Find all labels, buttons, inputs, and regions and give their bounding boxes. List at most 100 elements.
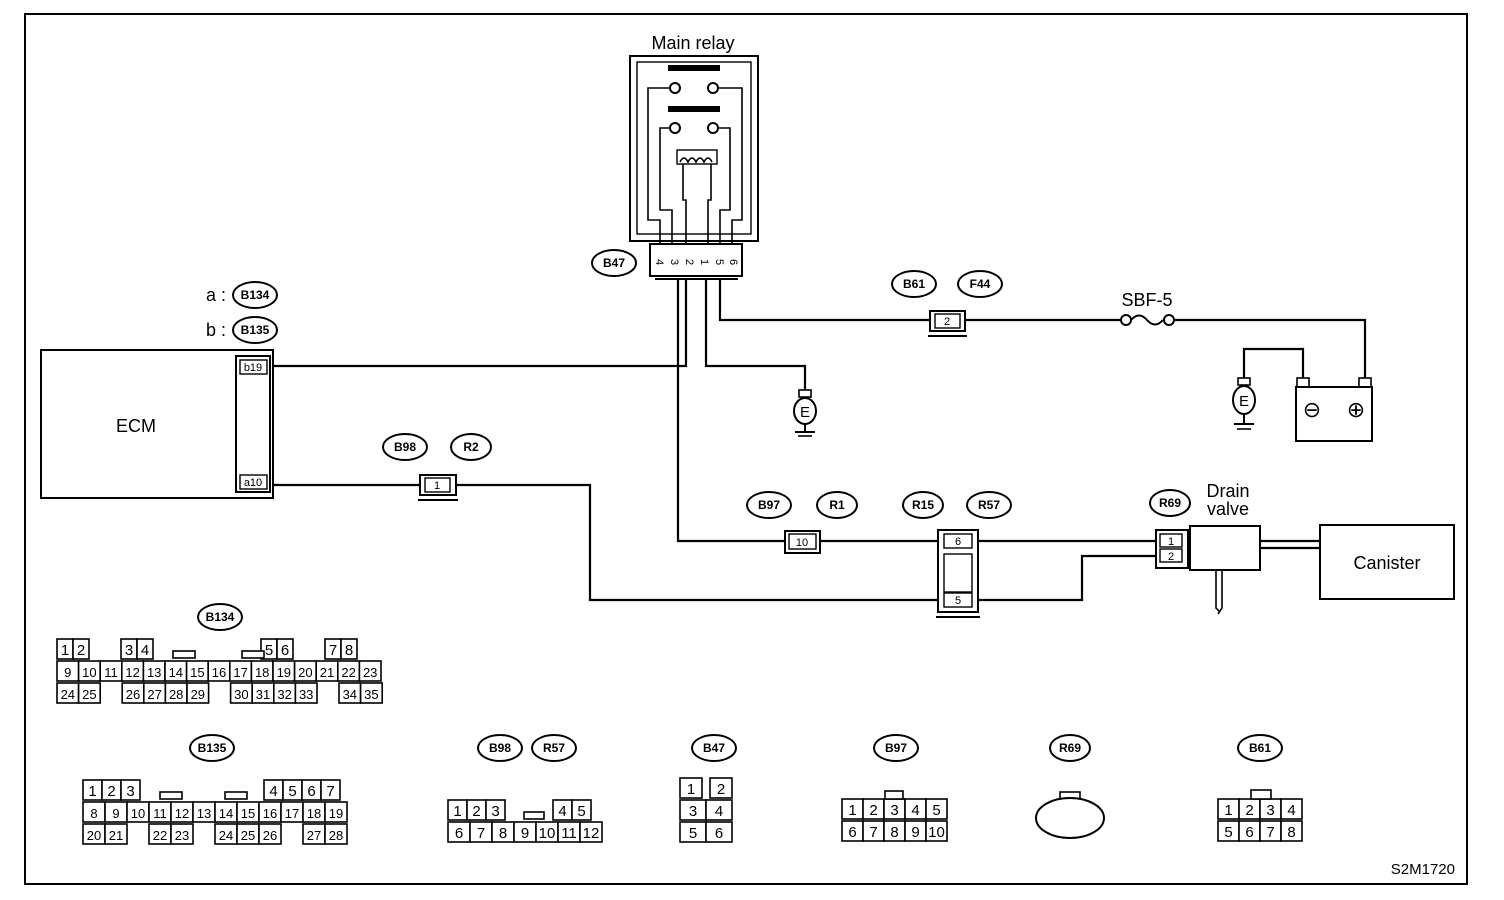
b134-pin: 33 xyxy=(299,687,313,702)
b134-pin: 18 xyxy=(255,665,269,680)
r69-housing xyxy=(1035,791,1105,839)
b134-pin: 5 xyxy=(265,642,273,659)
b47-cell xyxy=(705,799,733,821)
battery-negative: ⊖ xyxy=(1303,397,1321,422)
b135-pin: 14 xyxy=(219,806,233,821)
b134-cell xyxy=(186,682,210,704)
diagram-frame xyxy=(24,13,1468,885)
b135-pin: 6 xyxy=(307,783,315,800)
b98-pin: 8 xyxy=(499,825,507,842)
b134-pin: 22 xyxy=(341,665,355,680)
b47-pin-labels: 4 3 2 1 5 6 xyxy=(653,259,739,265)
svg-text:B47: B47 xyxy=(603,256,625,270)
b135-pin: 11 xyxy=(153,806,167,821)
svg-text:R69: R69 xyxy=(1159,496,1181,510)
b134-pin: 9 xyxy=(64,665,71,680)
b135-pin: 16 xyxy=(263,806,277,821)
b61-latch xyxy=(1250,789,1272,800)
connector-latch xyxy=(172,650,196,659)
diagram-code: S2M1720 xyxy=(1391,861,1455,878)
b135-cell xyxy=(324,801,348,823)
b47-pin: 3 xyxy=(689,803,697,820)
connector-latch xyxy=(523,811,545,820)
b134-cell xyxy=(77,682,101,704)
b134-pin: 31 xyxy=(256,687,270,702)
battery: ⊖ ⊕ xyxy=(1295,377,1373,442)
b135-pin: 3 xyxy=(126,783,134,800)
wiring xyxy=(273,279,1367,602)
b134-pin: 25 xyxy=(82,687,96,702)
b98-r2-connector: B98 R2 1 xyxy=(382,433,492,501)
r15-r57-connector: R15 R57 6 5 xyxy=(902,491,1012,618)
main-relay: Main relay 4 3 2 1 5 6 xyxy=(629,33,759,280)
b135-pin: 1 xyxy=(88,783,96,800)
b61-pin: 2 xyxy=(1245,802,1253,819)
b98-cell xyxy=(571,799,592,821)
b134-cell xyxy=(340,638,358,660)
b134-pin: 27 xyxy=(147,687,161,702)
b135-pin: 4 xyxy=(269,783,277,800)
b134-pin: 34 xyxy=(343,687,357,702)
b134-pin: 35 xyxy=(364,687,378,702)
b135-cell xyxy=(120,779,141,801)
ground-right: E xyxy=(1232,377,1256,430)
b134-pin: 12 xyxy=(125,665,139,680)
b98-pin: 7 xyxy=(477,825,485,842)
svg-text:B98: B98 xyxy=(394,440,416,454)
b134-cell xyxy=(358,660,382,682)
b97-pin: 2 xyxy=(869,802,877,819)
drain-valve: R69 Drain valve 1 2 xyxy=(1149,481,1261,615)
b134-pin: 17 xyxy=(233,665,247,680)
b98-pin: 11 xyxy=(561,825,577,842)
fuse-label: SBF-5 xyxy=(1121,290,1172,310)
b135-pin: 8 xyxy=(90,806,97,821)
b135-pin: 26 xyxy=(263,828,277,843)
b47-pin: 5 xyxy=(689,825,697,842)
drain-valve-label-2: valve xyxy=(1207,499,1249,519)
b61-pin: 4 xyxy=(1287,802,1295,819)
b61-view-tag: B61 xyxy=(1249,741,1271,755)
b98-cell xyxy=(485,799,506,821)
b134-pin: 1 xyxy=(61,642,69,659)
svg-text:1: 1 xyxy=(1168,536,1174,548)
b47-pin: 6 xyxy=(715,825,723,842)
svg-text:R1: R1 xyxy=(829,498,845,512)
b134-cell xyxy=(359,682,384,704)
b47-pin: 3 xyxy=(668,259,680,265)
b98-pin: 1 xyxy=(453,803,461,820)
b134-view-tag: B134 xyxy=(206,610,235,624)
b47-pin: 2 xyxy=(717,781,725,798)
b134-pin: 30 xyxy=(234,687,248,702)
b98-view-tag: B98 xyxy=(489,741,511,755)
b135-pin: 27 xyxy=(307,828,321,843)
b47-pin: 4 xyxy=(715,803,723,820)
b97-pin: 4 xyxy=(911,802,919,819)
b47-tag: B47 xyxy=(591,249,637,277)
b135-pin: 18 xyxy=(307,806,321,821)
b134-pin: 15 xyxy=(190,665,204,680)
b134-pin: 6 xyxy=(281,642,289,659)
ecm-pin-b19: b19 xyxy=(244,362,262,374)
b135-cell xyxy=(320,779,341,801)
svg-text:B134: B134 xyxy=(241,288,270,302)
b61-pin: 6 xyxy=(1245,824,1253,841)
b47-pin: 6 xyxy=(727,259,739,265)
b134-pin: 3 xyxy=(125,642,133,659)
legend-a: a : xyxy=(206,285,226,305)
b134-pin: 32 xyxy=(277,687,291,702)
b134-pin: 19 xyxy=(277,665,291,680)
b97-pin: 3 xyxy=(890,802,898,819)
canister: Canister xyxy=(1319,524,1455,600)
b134-cell xyxy=(276,638,294,660)
view-tags: B134 B135 B98 R57 B47 B97 R69 B61 xyxy=(189,603,1283,762)
svg-text:2: 2 xyxy=(944,316,950,328)
svg-text:F44: F44 xyxy=(970,277,991,291)
b134-pin: 20 xyxy=(298,665,312,680)
b135-pin: 2 xyxy=(107,783,115,800)
b134-pin: 23 xyxy=(363,665,377,680)
b98-pin: 3 xyxy=(491,803,499,820)
canister-label: Canister xyxy=(1353,553,1420,573)
b97-cell xyxy=(925,798,948,820)
b134-cell xyxy=(294,682,318,704)
b97-cell xyxy=(925,820,948,842)
